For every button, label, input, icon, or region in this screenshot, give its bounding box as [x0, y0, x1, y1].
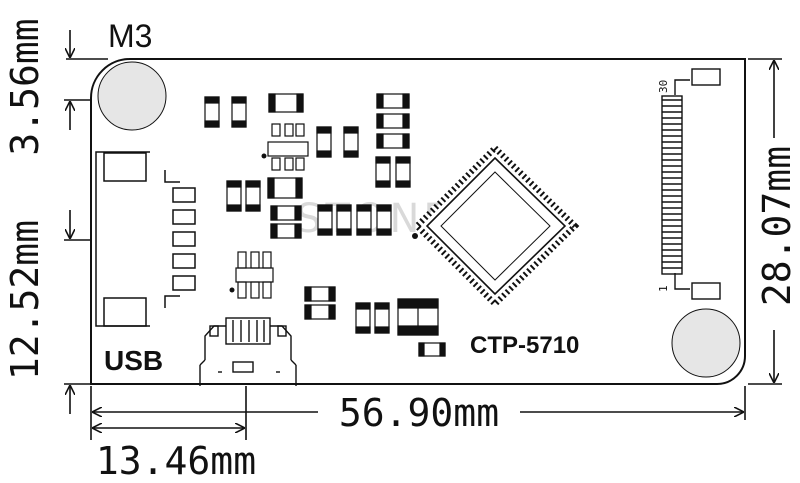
smd-components: [204, 93, 446, 357]
usb-connector: [199, 317, 297, 386]
dim-height: 28.07mm: [755, 146, 799, 306]
mount-hole-label: M3: [108, 18, 152, 54]
mounting-hole-top-left: [97, 61, 167, 131]
fpc-pin-first-label: 1: [657, 285, 670, 292]
dim-overall-width: 56.90mm: [339, 391, 499, 435]
dim-usb-to-bottom: 12.52mm: [3, 220, 47, 380]
board-name-label: CTP-5710: [470, 332, 579, 359]
mounting-hole-bottom-right: [671, 308, 741, 378]
usb-label: USB: [104, 345, 163, 376]
board-outline: [90, 58, 746, 385]
qfp-chip: [412, 143, 580, 309]
fpc-pin-last-label: 30: [657, 80, 670, 93]
dim-top-to-usb: 3.56mm: [3, 18, 47, 155]
side-connector: [95, 151, 196, 327]
dimension-lines: [64, 30, 782, 440]
dim-usb-offset: 13.46mm: [96, 439, 256, 483]
fpc-connector: [661, 68, 721, 300]
